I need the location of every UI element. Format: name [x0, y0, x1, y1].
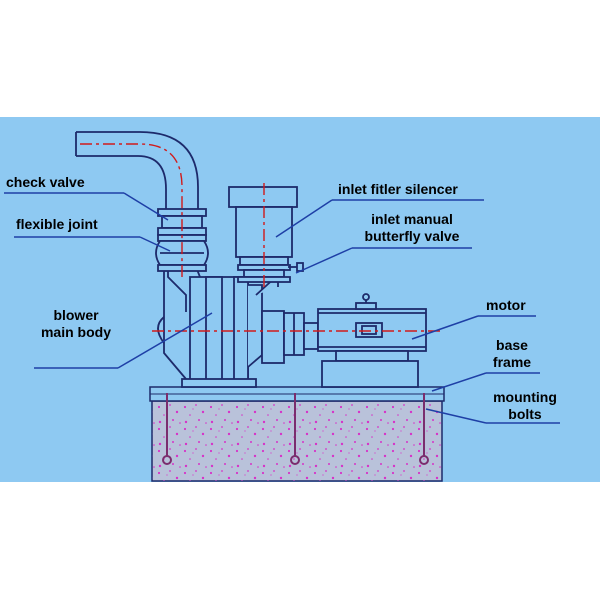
label-inlet-filter-silencer: inlet fitler silencer — [338, 181, 458, 197]
label-flexible-joint: flexible joint — [16, 216, 98, 232]
inlet-butterfly-valve — [237, 262, 304, 283]
label-blower-main-body: blower main body — [34, 307, 118, 341]
label-motor: motor — [486, 297, 526, 313]
label-base-frame-line1: base — [496, 337, 528, 353]
label-base-frame-line2: frame — [492, 354, 532, 370]
blower-diagram — [4, 131, 560, 482]
leader-lines — [4, 192, 560, 424]
label-mounting-bolts-line2: bolts — [508, 406, 542, 422]
motor — [317, 293, 427, 388]
label-blower-main-body-line1: blower — [53, 307, 99, 323]
concrete-foundation — [151, 400, 443, 482]
blower-inlet-cone — [157, 271, 187, 387]
label-blower-main-body-line2: main body — [40, 324, 111, 340]
label-mounting-bolts-line1: mounting — [493, 389, 557, 405]
diagram-panel: check valve flexible joint blower main b… — [0, 117, 600, 482]
base-frame — [149, 386, 445, 402]
label-check-valve: check valve — [6, 174, 85, 190]
mounting-bolts — [162, 393, 429, 465]
label-inlet-manual-butterfly-valve-line2: butterfly valve — [364, 228, 460, 244]
label-mounting-bolts: mounting bolts — [486, 389, 564, 423]
label-base-frame: base frame — [486, 337, 538, 371]
blower-main-body — [181, 272, 279, 388]
centerlines — [80, 143, 440, 332]
coupling — [261, 310, 319, 364]
label-inlet-manual-butterfly-valve: inlet manual butterfly valve — [352, 211, 472, 245]
inlet-filter-silencer — [228, 186, 298, 266]
label-inlet-manual-butterfly-valve-line1: inlet manual — [371, 211, 453, 227]
